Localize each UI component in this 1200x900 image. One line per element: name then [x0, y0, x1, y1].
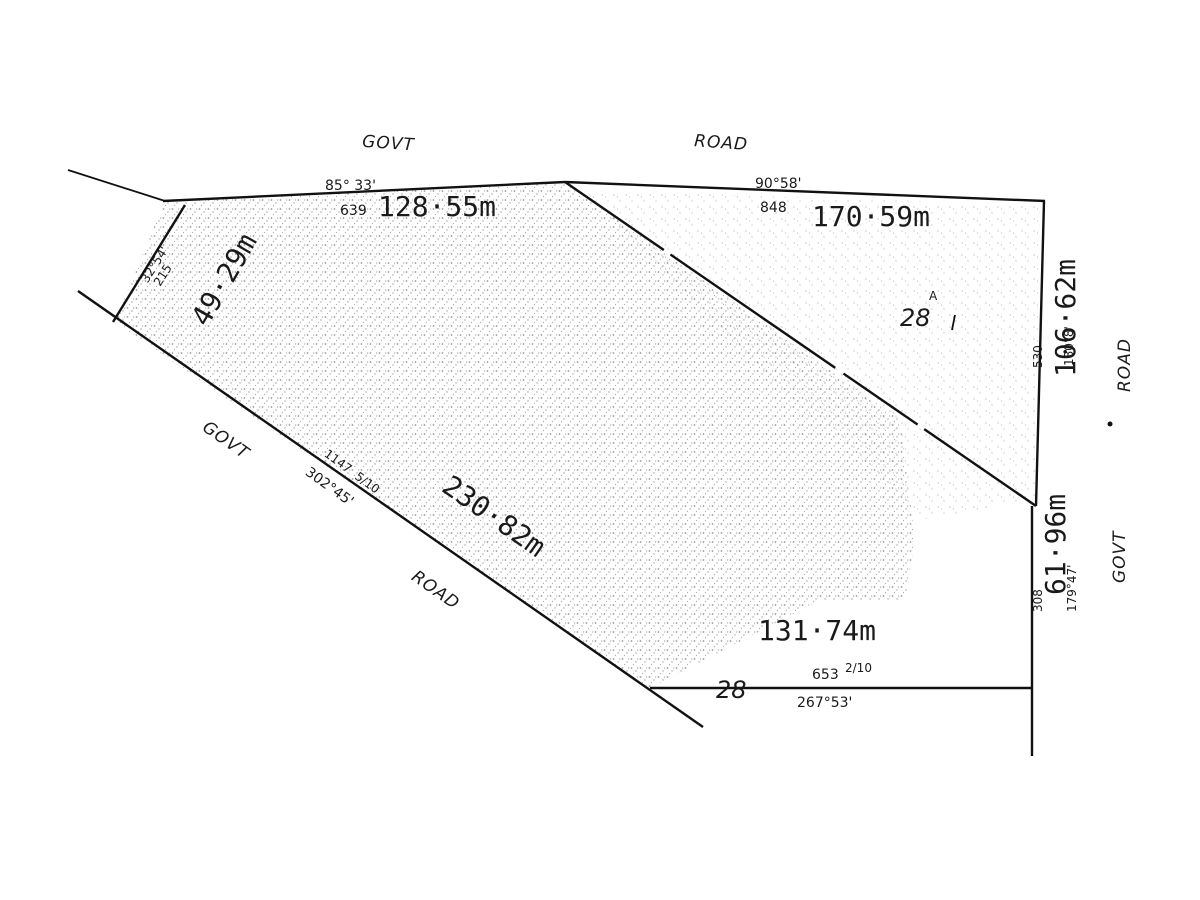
parcel-shading-right — [575, 190, 1040, 520]
lot-28a-suffix: A — [929, 289, 938, 303]
boundary-mark — [1107, 421, 1113, 427]
top-right-measurement: 170·59m — [812, 200, 930, 233]
left-long-boundary — [77, 290, 704, 728]
right-upper-bearing: 180°8' — [1062, 326, 1076, 366]
tick-mark — [951, 314, 956, 331]
bottom-measurement: 131·74m — [758, 614, 876, 647]
top-govt-label: GOVT — [361, 132, 415, 156]
left-short-boundary — [111, 204, 187, 323]
top-boundary-right — [564, 180, 1046, 203]
right-boundary-upper — [1034, 200, 1046, 507]
lot-28a-number: 28 — [900, 304, 931, 332]
top-boundary-left — [162, 180, 566, 203]
right-upper-measurement: 106·62m — [1049, 259, 1082, 377]
bottom-bearing: 267°53' — [797, 695, 852, 711]
left-road-label: ROAD — [408, 567, 464, 614]
top-right-bearing: 90°58' — [755, 176, 801, 192]
right-lower-measurement: 61·96m — [1039, 494, 1072, 595]
left-govt-label: GOVT — [198, 417, 253, 464]
lot-28-number: 28 — [716, 676, 747, 704]
top-left-measurement: 128·55m — [378, 190, 496, 223]
top-road-label: ROAD — [694, 131, 749, 155]
top-left-lead-line — [67, 169, 166, 202]
top-left-chain: 639 — [340, 203, 367, 219]
top-right-chain: 848 — [760, 200, 787, 216]
right-lower-chain: 308 — [1031, 589, 1045, 612]
right-road-label: ROAD — [1115, 338, 1135, 392]
bottom-chain-fraction: 2/10 — [845, 661, 872, 675]
bottom-chain: 653 — [812, 667, 839, 683]
right-govt-label: GOVT — [1110, 530, 1130, 583]
top-left-bearing: 85° 33' — [325, 178, 376, 194]
right-upper-chain: 530 — [1031, 345, 1045, 368]
right-lower-bearing: 179°47' — [1065, 565, 1079, 612]
internal-diagonal — [564, 181, 1037, 507]
